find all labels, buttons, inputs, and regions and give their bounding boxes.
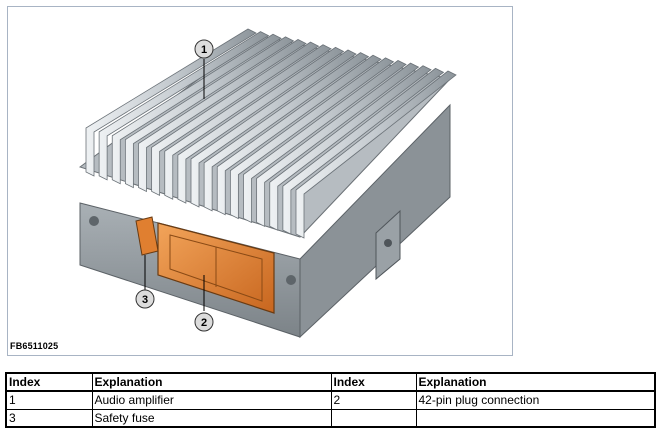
cooling-fin (124, 36, 295, 189)
cooling-fin (164, 44, 332, 200)
bracket-hole (384, 239, 392, 247)
cooling-fin (216, 54, 382, 216)
amplifier-illustration: 1 2 3 FB6511025 (7, 6, 513, 356)
cooling-fin (151, 41, 320, 197)
cooling-fin (203, 52, 370, 212)
cooling-fin (138, 39, 307, 193)
table-row: 3 Safety fuse (5, 408, 656, 428)
index-cell (330, 408, 417, 428)
callout-2-marker: 2 (194, 312, 214, 332)
cooling-fin (243, 60, 407, 224)
svg-text:3: 3 (142, 294, 148, 306)
explanation-cell: Safety fuse (91, 408, 332, 428)
cooling-fin (295, 70, 457, 239)
svg-text:1: 1 (201, 44, 207, 56)
callout-1-marker: 1 (194, 39, 214, 59)
cooling-fin (269, 65, 432, 231)
cooling-fin (282, 67, 445, 235)
cooling-fin (85, 28, 257, 177)
cooling-fin (190, 49, 357, 208)
svg-text:2: 2 (201, 317, 207, 329)
index-cell: 2 (330, 390, 417, 410)
legend-header-row: Index Explanation Index Explanation (5, 372, 656, 392)
index-cell: 1 (5, 390, 93, 410)
mount-hole (89, 216, 99, 226)
header-index: Index (330, 372, 417, 392)
header-explanation: Explanation (415, 372, 656, 392)
plug-connector-inner (169, 234, 263, 302)
safety-fuse (135, 216, 159, 256)
figure-code: FB6511025 (10, 341, 59, 351)
cooling-fins (85, 28, 457, 239)
cooling-fin (98, 31, 270, 181)
explanation-cell: Audio amplifier (91, 390, 332, 410)
index-cell: 3 (5, 408, 93, 428)
amplifier-drawing: 1 2 3 (78, 28, 457, 339)
explanation-cell (415, 408, 656, 428)
header-explanation: Explanation (91, 372, 332, 392)
mount-hole (286, 275, 296, 285)
legend-table: Index Explanation Index Explanation 1 Au… (5, 372, 656, 428)
table-row: 1 Audio amplifier 2 42-pin plug connecti… (5, 390, 656, 410)
header-index: Index (5, 372, 93, 392)
cooling-fin (177, 46, 345, 204)
callout-3-marker: 3 (135, 289, 155, 309)
cooling-fin (229, 57, 395, 220)
cooling-fin (111, 33, 282, 185)
cooling-fin (256, 62, 420, 228)
explanation-cell: 42-pin plug connection (415, 390, 656, 410)
